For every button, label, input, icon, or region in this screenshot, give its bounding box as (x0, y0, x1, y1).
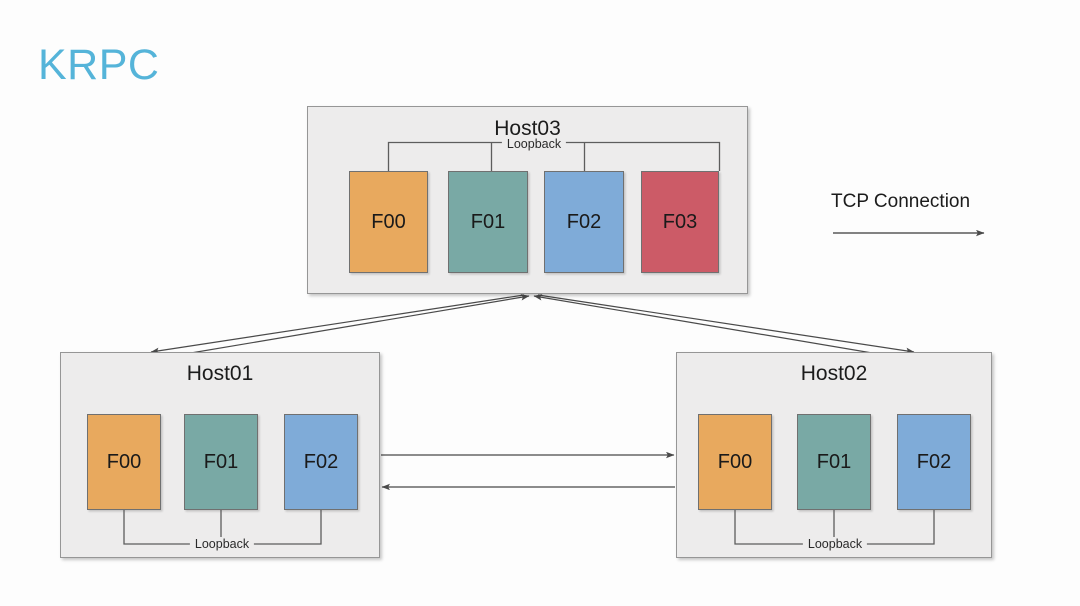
host-title-host03: Host03 (494, 117, 561, 140)
arrow-host03-to-host01 (150, 294, 525, 354)
arrow-host03-to-host02 (537, 294, 915, 354)
function-box-f01-host01[interactable]: F01 (184, 414, 258, 510)
function-label: F00 (717, 451, 753, 473)
function-box-f00-host03[interactable]: F00 (349, 171, 428, 273)
function-box-f02-host01[interactable]: F02 (284, 414, 358, 510)
function-box-f01-host02[interactable]: F01 (797, 414, 871, 510)
loopback-label-host02: Loopback (802, 537, 868, 551)
loopback-label-host03: Loopback (501, 137, 567, 151)
host-title-host02: Host02 (800, 362, 868, 385)
function-box-f02-host03[interactable]: F02 (544, 171, 624, 273)
page-title: KRPC (38, 41, 160, 89)
function-label: F02 (303, 451, 339, 473)
legend-label: TCP Connection (831, 191, 971, 212)
function-box-f01-host03[interactable]: F01 (448, 171, 528, 273)
function-box-f03-host03[interactable]: F03 (641, 171, 719, 273)
function-label: F01 (470, 211, 506, 233)
function-label: F00 (106, 451, 142, 473)
function-label: F03 (662, 211, 698, 233)
host-box-host03[interactable]: Host03 Loopback F00 F01 F02 F03 (307, 106, 748, 294)
function-label: F01 (816, 451, 852, 473)
function-label: F01 (203, 451, 239, 473)
function-box-f00-host01[interactable]: F00 (87, 414, 161, 510)
function-box-f02-host02[interactable]: F02 (897, 414, 971, 510)
function-label: F02 (916, 451, 952, 473)
loopback-label-host01: Loopback (189, 537, 255, 551)
host-box-host01[interactable]: Host01 F00 F01 F02 Loopback (60, 352, 380, 558)
arrow-host01-to-host03 (166, 294, 530, 358)
host-title-host01: Host01 (186, 362, 254, 385)
arrow-host02-to-host03 (533, 294, 897, 358)
function-label: F02 (566, 211, 602, 233)
host-box-host02[interactable]: Host02 F00 F01 F02 Loopback (676, 352, 992, 558)
function-label: F00 (371, 211, 406, 233)
function-box-f00-host02[interactable]: F00 (698, 414, 772, 510)
